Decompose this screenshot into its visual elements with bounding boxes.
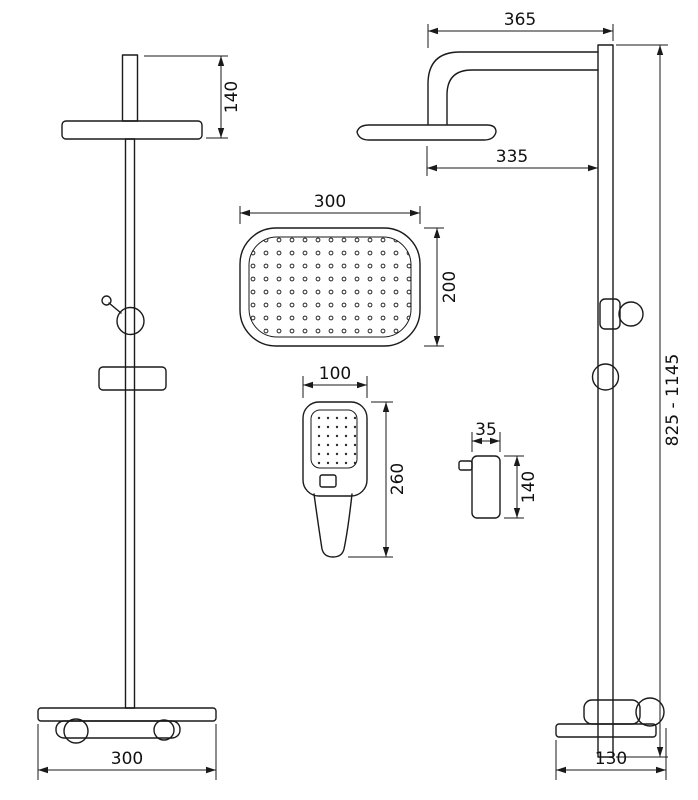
side-arm-inner [446, 69, 599, 125]
hand-shower-detail [302, 401, 368, 558]
side-column-pole [597, 44, 614, 758]
wall-bracket-dimensions: 35 140 [471, 420, 539, 519]
front-view [37, 54, 217, 744]
dim-front-base-width: 300 [111, 749, 143, 769]
dim-column-height-range: 825 - 1145 [663, 354, 683, 447]
front-rain-head [61, 120, 203, 140]
bracket-body [471, 455, 501, 519]
front-slider-lever [108, 302, 122, 314]
side-handset-holder [591, 363, 620, 391]
rain-head-detail [239, 227, 421, 347]
side-slider-knob [618, 301, 644, 327]
front-shelf [37, 707, 217, 722]
front-soap-dish [98, 366, 167, 391]
dim-side-base-depth: 130 [595, 749, 627, 769]
side-view-dimensions: 365 335 825 - 1145 130 [426, 10, 683, 780]
side-shelf [555, 723, 657, 738]
dim-head-width: 300 [314, 192, 346, 212]
wall-bracket-detail [458, 455, 501, 519]
side-rain-head-edge [356, 124, 497, 141]
rain-head-nozzles [248, 236, 412, 338]
dim-arm-reach: 365 [504, 10, 536, 30]
front-lever-knob [101, 295, 112, 306]
hand-shower-nozzles [310, 409, 358, 469]
front-view-dimensions: 140 300 [37, 55, 242, 780]
front-mixer-body [55, 720, 181, 739]
dim-head-reach: 335 [496, 147, 528, 167]
dim-hand-shower-width: 100 [319, 364, 351, 384]
dim-bracket-height: 140 [519, 471, 539, 503]
front-column-pole [124, 138, 136, 709]
hand-shower-handle [313, 493, 353, 558]
side-view [356, 44, 665, 758]
side-arm-outer [427, 51, 599, 125]
side-mixer-body [583, 699, 641, 725]
dim-front-head-drop: 140 [222, 81, 242, 113]
side-mixer-knob [635, 697, 665, 727]
dim-bracket-width: 35 [475, 420, 497, 440]
bracket-hook [458, 460, 473, 471]
front-mixer-knob-right [153, 719, 175, 741]
dim-head-depth: 200 [440, 271, 460, 303]
hand-shower-head [302, 401, 368, 497]
front-mixer-knob-left [63, 718, 89, 744]
dim-hand-shower-length: 260 [388, 463, 408, 495]
front-slider-ring [116, 306, 145, 336]
hand-shower-button [319, 474, 337, 488]
rain-head-dimensions: 300 200 [239, 192, 460, 347]
rain-head-outline [239, 227, 421, 347]
front-upper-arm [121, 54, 139, 122]
side-slider-bracket [599, 298, 621, 330]
hand-shower-dimensions: 100 260 [302, 364, 408, 558]
